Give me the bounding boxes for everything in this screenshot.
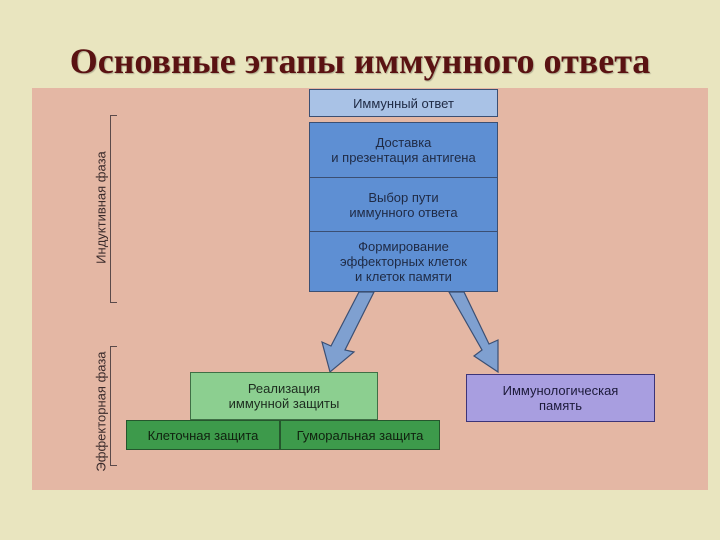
effector-phase-bracket bbox=[110, 346, 117, 466]
arrow-to-realization bbox=[321, 291, 375, 374]
inductive-phase-bracket bbox=[110, 115, 117, 303]
path-choice-box: Выбор пути иммунного ответа bbox=[309, 177, 498, 232]
page-title: Основные этапы иммунного ответа bbox=[69, 41, 651, 81]
immunological-memory-box: Иммунологическая память bbox=[466, 374, 655, 422]
arrow-to-memory bbox=[447, 291, 499, 374]
immune-response-box: Иммунный ответ bbox=[309, 89, 498, 117]
antigen-delivery-box: Доставка и презентация антигена bbox=[309, 122, 498, 178]
humoral-defense-box: Гуморальная защита bbox=[280, 420, 440, 450]
immune-defense-realization-box: Реализация иммунной защиты bbox=[190, 372, 378, 420]
effector-formation-box: Формирование эффекторных клеток и клеток… bbox=[309, 231, 498, 292]
cellular-defense-box: Клеточная защита bbox=[126, 420, 280, 450]
